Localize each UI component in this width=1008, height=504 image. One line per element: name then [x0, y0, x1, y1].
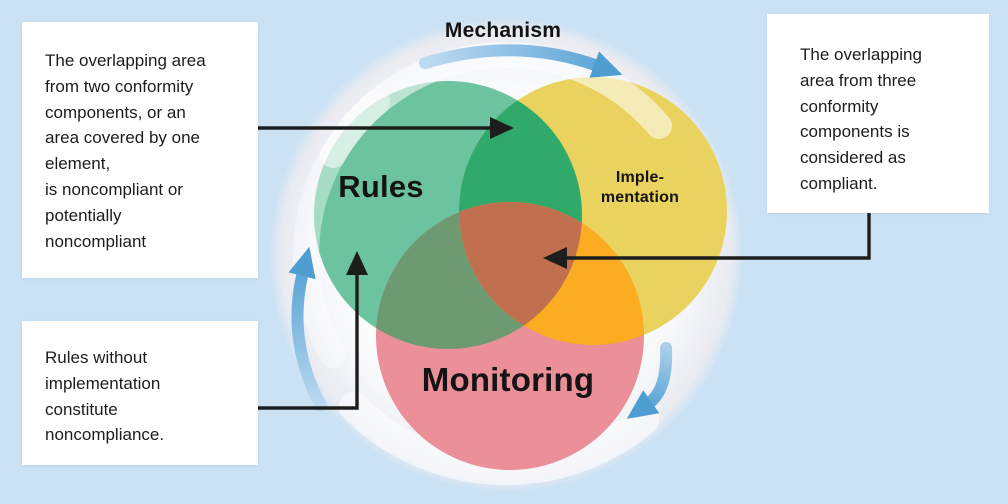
- cycle-arrow-bottom-right: [626, 342, 673, 419]
- cycle-arrow-top: [419, 44, 623, 78]
- annotation-two-components: The overlapping area from two conformity…: [22, 22, 258, 278]
- monitoring-label: Monitoring: [421, 361, 595, 399]
- annotation-three-components-text: The overlapping area from three conformi…: [800, 45, 922, 193]
- rules-label: Rules: [338, 169, 424, 205]
- ring-swoosh-bottom: [339, 392, 659, 486]
- connector-rules-without-implementation: [256, 251, 368, 410]
- connector-three-components: [543, 212, 871, 269]
- annotation-two-components-text: The overlapping area from two conformity…: [45, 51, 206, 251]
- mechanism-label: Mechanism: [444, 18, 562, 42]
- annotation-rules-without-implementation-text: Rules without implementation constitute …: [45, 348, 165, 445]
- cycle-arrows: [288, 44, 673, 419]
- cycle-arrow-left: [288, 246, 327, 412]
- annotation-connectors: [256, 117, 871, 410]
- implementation-label: Imple- mentation: [600, 169, 680, 206]
- annotation-three-components: The overlapping area from three conformi…: [767, 14, 989, 213]
- venn-circles: [314, 77, 727, 470]
- annotation-rules-without-implementation: Rules without implementation constitute …: [22, 321, 258, 465]
